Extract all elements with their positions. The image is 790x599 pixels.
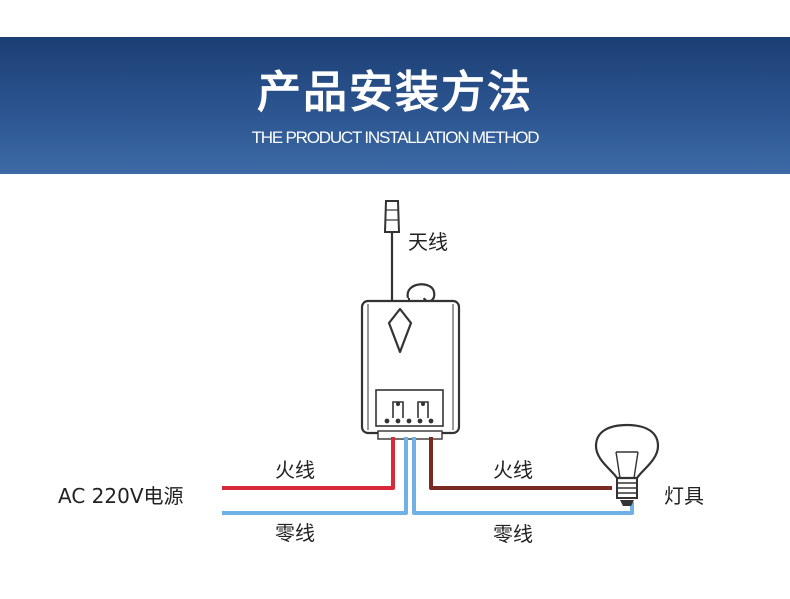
- neutral-wire-input: [222, 437, 408, 515]
- hanging-hook: [406, 283, 440, 303]
- page-title: 产品安装方法: [257, 67, 533, 118]
- live-left-label: 火线: [275, 458, 315, 482]
- switch-module: [360, 299, 461, 440]
- light-bulb-icon: [594, 423, 660, 506]
- source-label: AC 220V电源: [58, 484, 184, 508]
- antenna: [383, 200, 401, 300]
- diamond-logo: [387, 307, 413, 354]
- lamp-label: 灯具: [664, 484, 704, 508]
- neutral-left-label: 零线: [275, 521, 315, 545]
- load-wire-output: [429, 437, 612, 490]
- neutral-wire-output: [412, 437, 634, 515]
- live-right-label: 火线: [493, 458, 533, 482]
- page-subtitle: THE PRODUCT INSTALLATION METHOD: [251, 128, 540, 147]
- neutral-right-label: 零线: [493, 522, 533, 546]
- live-wire-input: [222, 437, 395, 490]
- antenna-label: 天线: [408, 230, 448, 254]
- header-banner: 产品安装方法 THE PRODUCT INSTALLATION METHOD: [0, 37, 790, 174]
